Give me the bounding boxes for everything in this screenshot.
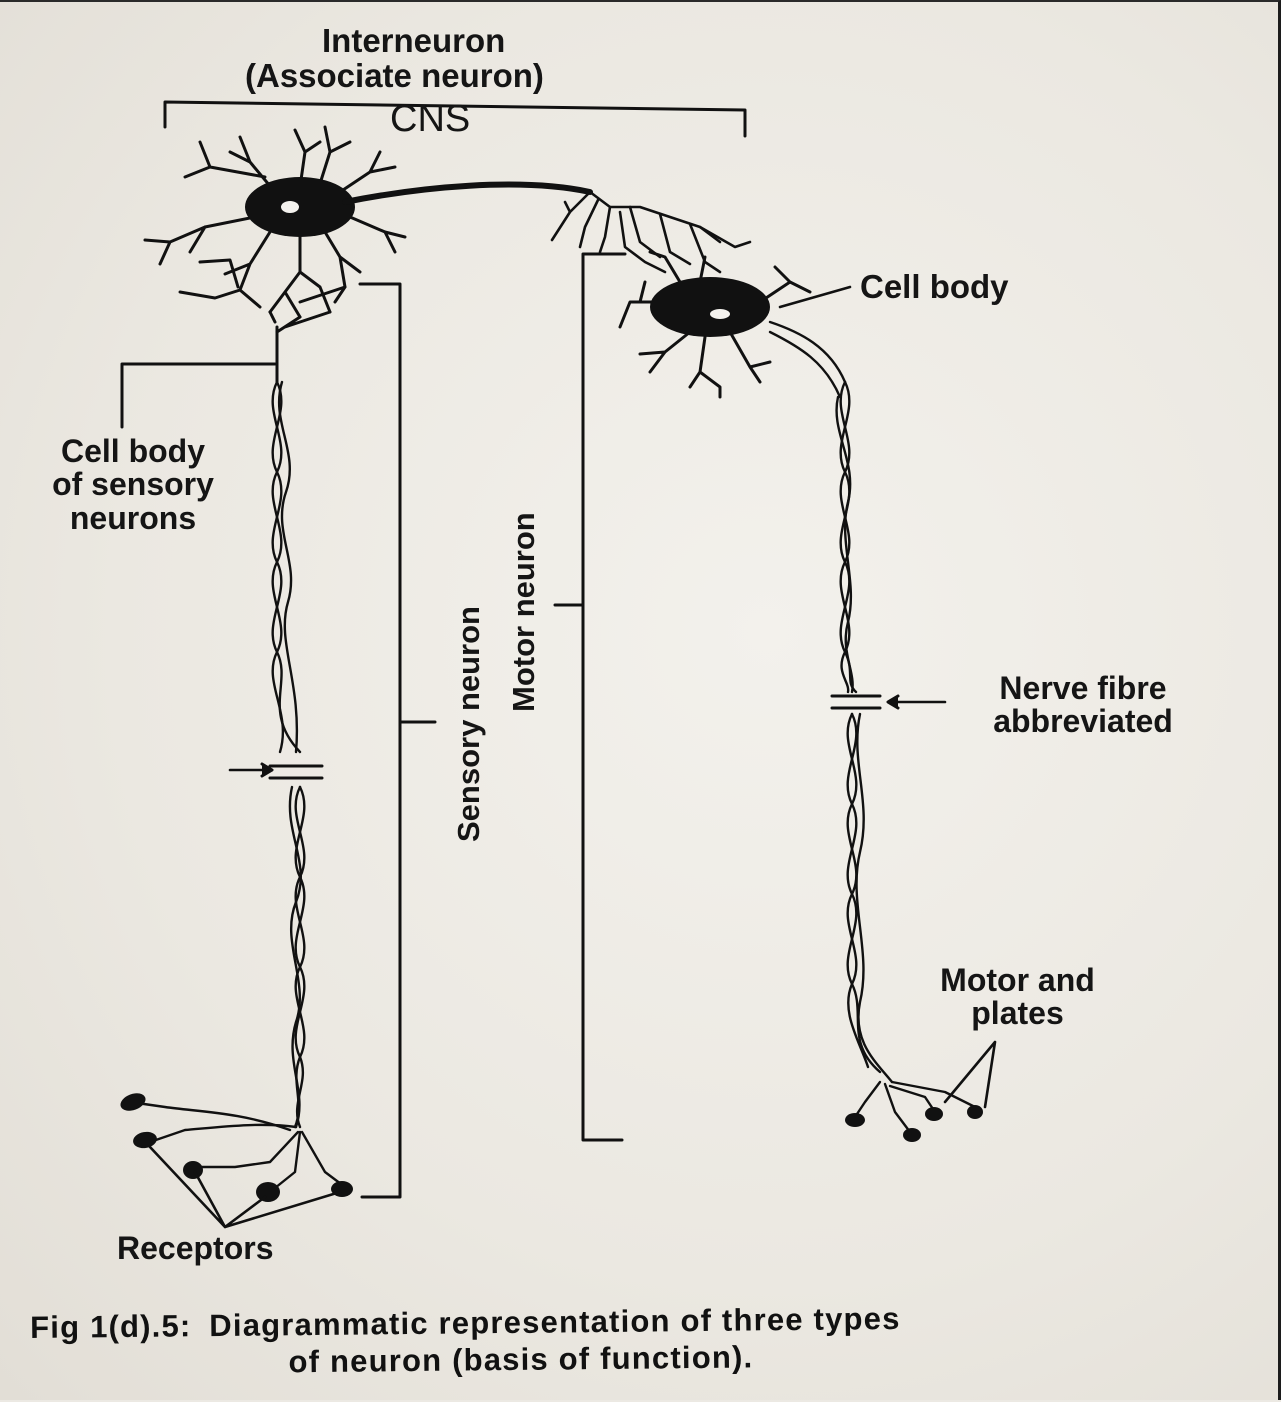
interneuron-label: Interneuron [322, 24, 505, 58]
motor-end-plates-label: Motor and plates [905, 964, 1130, 1031]
sensory-endings [130, 1102, 345, 1192]
motor-fibre-break [832, 696, 945, 708]
motor-neuron-label: Motor neuron [506, 512, 542, 712]
cns-label: CNS [390, 100, 470, 140]
cell-body-sensory-label: Cell body of sensory neurons [18, 435, 248, 535]
receptor-endings [118, 1090, 353, 1202]
sensory-neuron-label: Sensory neuron [451, 606, 487, 842]
motor-neuron-soma [650, 277, 770, 337]
figure-caption: Fig 1(d).5: Diagrammatic representation … [30, 1301, 901, 1383]
receptors-pointer [150, 1147, 340, 1227]
cell-body-label: Cell body [860, 270, 1009, 304]
motor-neuron-bracket [555, 254, 625, 1140]
cell-body-pointer [780, 287, 850, 307]
motor-end-plates [845, 1105, 983, 1142]
interneuron-axon [345, 185, 590, 202]
figure-number: Fig 1(d).5: [30, 1308, 192, 1345]
sensory-fibre-break [230, 764, 322, 778]
end-plates-pointer [945, 1042, 995, 1107]
sensory-neuron-bracket [360, 284, 435, 1197]
caption-line-1: Diagrammatic representation of three typ… [209, 1301, 901, 1343]
receptors-label: Receptors [117, 1232, 274, 1265]
motor-nerve-fibre [770, 322, 892, 1082]
nerve-fibre-label: Nerve fibre abbreviated [958, 672, 1208, 739]
sensory-nerve-fibre [273, 382, 305, 1127]
associate-neuron-label: (Associate neuron) [245, 59, 544, 93]
sensory-cell-body-bracket [122, 364, 275, 427]
interneuron-soma [245, 177, 355, 237]
caption-line-2: of neuron (basis of function). [288, 1337, 901, 1380]
